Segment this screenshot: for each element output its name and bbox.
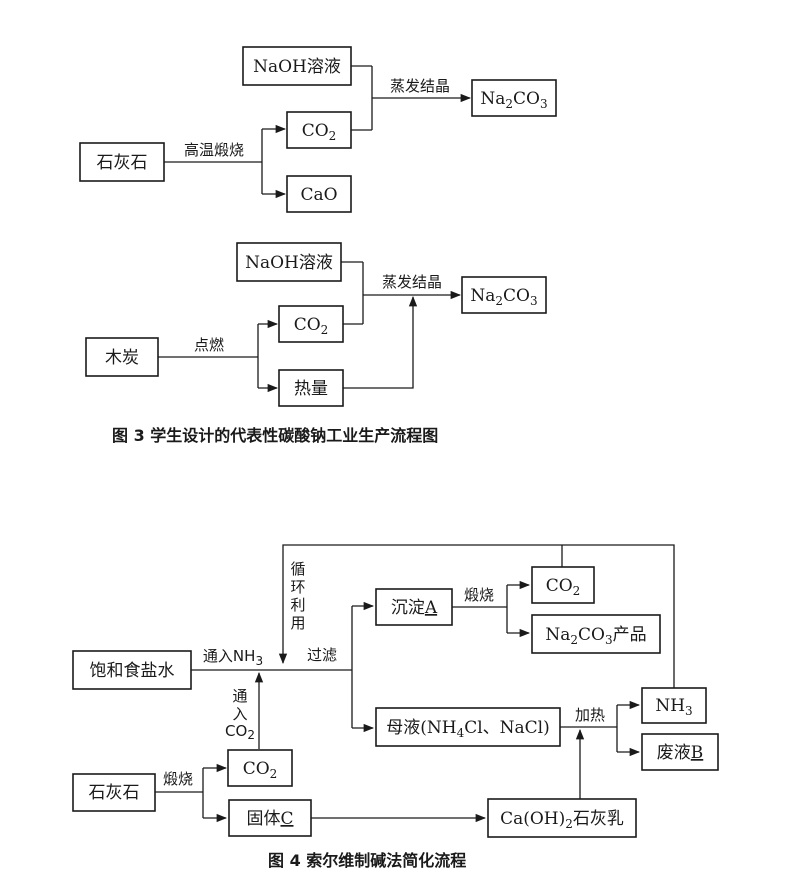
fig3-naoh-box [242,46,352,86]
fig4-co2-in-formula: CO2 [225,722,255,742]
fig3-limestone-text: 石灰石 [97,153,148,173]
fig3b-evap-label: 蒸发结晶 [382,273,442,291]
fig4-product-text: Na2CO3产品 [545,625,646,647]
fig4-nh3-in-label: 通入NH3 [203,647,263,668]
fig3-na2co3-text: Na2CO3 [480,89,547,111]
fig3b-charcoal-box [85,337,159,377]
fig4-diagram-solvay: 循 环 利 用 饱和食盐水 通入NH3 过滤 沉淀A 煅烧 CO2 Na2CO3… [72,544,719,838]
fig3b-na2co3-box [461,276,547,314]
fig4-recycle-char-0: 循 [290,560,305,578]
fig3b-naoh-box [236,242,342,282]
fig3b-naoh-text: NaOH溶液 [245,253,333,273]
fig3-cao-box [286,175,352,213]
fig3b-na2co3-text: Na2CO3 [470,286,537,308]
fig4-recycle-char-2: 利 [290,596,305,614]
fig3-co2-text: CO2 [302,121,337,143]
fig3b-co2-text: CO2 [294,315,329,337]
fig4-product-box [531,614,661,654]
fig4-solid-text: 固体C [246,809,293,829]
fig4-waste-text: 废液B [657,743,704,763]
fig4-calcine-label: 煅烧 [464,586,494,604]
fig4-heat-label: 加热 [575,706,605,724]
fig4-limestone-text: 石灰石 [89,783,140,803]
fig4-co2-low-box [227,749,293,787]
fig3-caption: 图 3 学生设计的代表性碳酸钠工业生产流程图 [112,426,438,445]
fig3b-arrow-heat-to-merge [343,295,418,389]
fig3b-co2-box [278,305,344,343]
fig4-co2-box [531,566,595,604]
fig3-co2-box [286,111,352,149]
fig4-mother-text: 母液(NH4Cl、NaCl) [386,718,550,740]
fig3-diagram-limestone: NaOH溶液 CO2 CaO 石灰石 Na2CO3 高温煅烧 蒸发结晶 [79,46,557,213]
fig4-co2-in-char-1: 入 [232,705,247,723]
fig4-calcine2-label: 煅烧 [163,770,193,788]
fig3-calcine-label: 高温煅烧 [184,141,244,159]
fig3b-ignite-label: 点燃 [194,336,224,354]
fig3-evap-label: 蒸发结晶 [390,77,450,95]
fig3-diagram-charcoal: NaOH溶液 CO2 热量 木炭 Na2CO3 点燃 蒸发结晶 [85,242,547,407]
fig4-brine-text: 饱和食盐水 [90,661,175,681]
fig4-recycle-char-1: 环 [290,578,305,596]
fig4-limemilk-text: Ca(OH)2石灰乳 [500,809,624,831]
fig4-caption: 图 4 索尔维制碱法简化流程 [268,851,466,870]
fig4-solid-box [228,799,312,837]
fig4-co2-low-text: CO2 [243,759,278,781]
fig4-waste-box [641,733,719,771]
fig4-recycle-loop-line [278,544,675,690]
fig3b-heat-text: 热量 [294,379,328,399]
fig3-limestone-box [79,142,165,182]
fig4-recycle-char-3: 用 [290,614,305,632]
fig4-filter-label: 过滤 [307,646,337,664]
fig4-nh3-box [641,687,707,724]
fig3b-charcoal-text: 木炭 [105,348,139,368]
fig4-co2-text: CO2 [546,576,581,598]
fig3-naoh-text: NaOH溶液 [253,57,341,77]
fig4-nh3-text: NH3 [655,696,692,718]
fig4-precip-text: 沉淀A [391,598,438,618]
fig3-cao-text: CaO [300,185,337,205]
fig4-co2-in-char-0: 通 [232,687,247,705]
fig3-na2co3-box [471,79,557,117]
fig4-limemilk-box [487,798,637,838]
